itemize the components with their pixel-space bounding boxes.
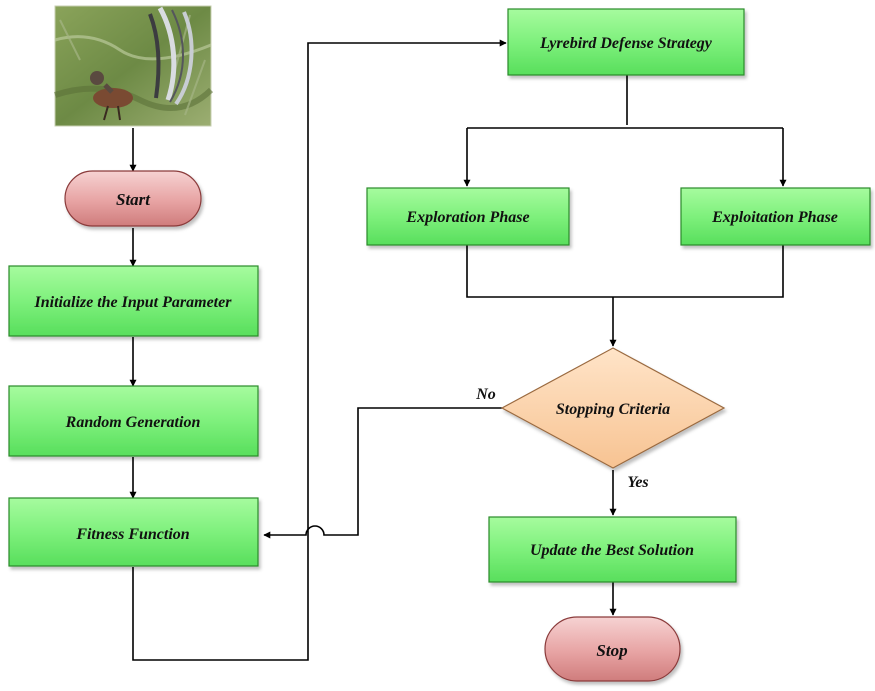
- update-node: [488, 516, 737, 583]
- random-node: [8, 385, 259, 457]
- init-node: [8, 265, 259, 337]
- stop-node: [544, 616, 681, 682]
- init-label: Initialize the Input Parameter: [34, 294, 233, 311]
- stop-label: Stop: [596, 641, 627, 660]
- random-label: Random Generation: [65, 414, 201, 431]
- connectors: [129, 39, 787, 661]
- edge-decision-no: [263, 407, 502, 539]
- exploration-label: Exploration Phase: [405, 209, 529, 226]
- defense-label: Lyrebird Defense Strategy: [539, 35, 713, 52]
- edge-phases-merge: [466, 245, 784, 298]
- no-label: No: [475, 386, 496, 403]
- start-label: Start: [116, 190, 151, 209]
- decision-node: [500, 347, 726, 469]
- decision-label: Stopping Criteria: [556, 401, 670, 418]
- fitness-node: [8, 497, 259, 567]
- lyrebird-photo: [54, 5, 214, 127]
- edge-fitness-defense: [132, 39, 507, 661]
- fitness-label: Fitness Function: [75, 526, 189, 543]
- start-node: [64, 170, 202, 227]
- update-label: Update the Best Solution: [530, 542, 694, 559]
- yes-label: Yes: [627, 474, 648, 491]
- exploitation-label: Exploitation Phase: [711, 209, 838, 226]
- exploitation-node: [680, 187, 871, 246]
- defense-node: [507, 8, 745, 76]
- exploration-node: [366, 187, 570, 246]
